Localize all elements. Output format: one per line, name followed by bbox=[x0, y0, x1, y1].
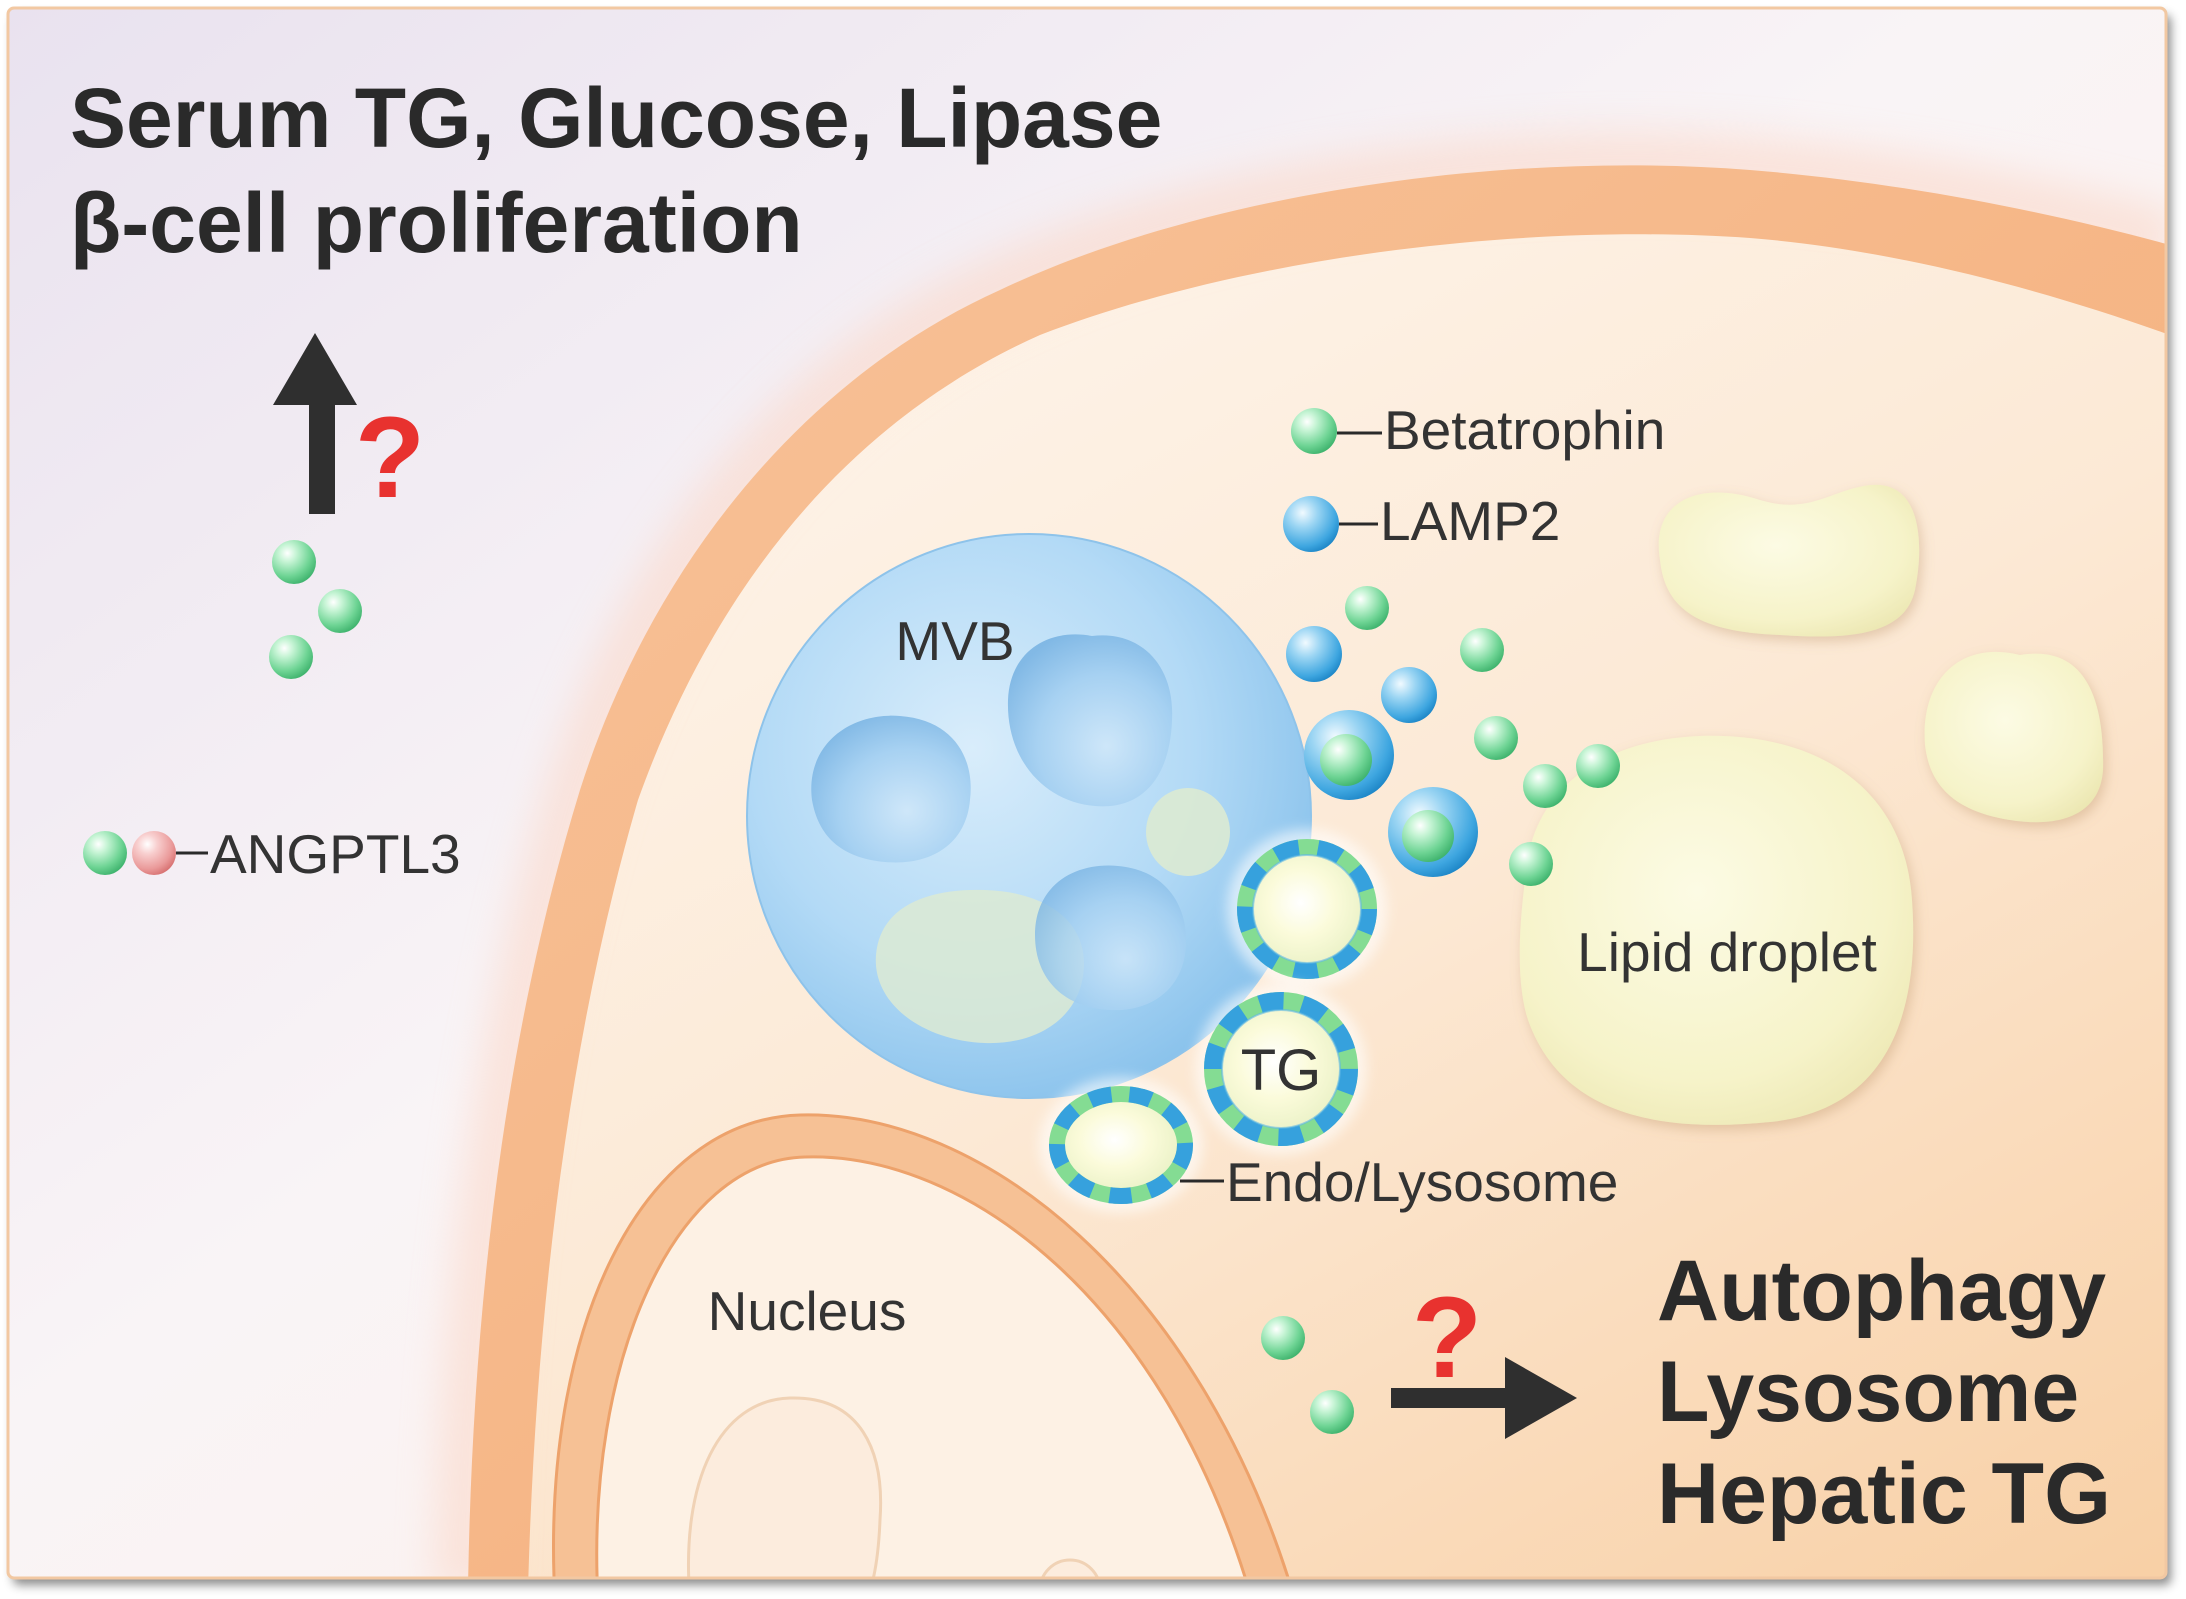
lamp2-label: LAMP2 bbox=[1380, 490, 1560, 552]
betatrophin-particle bbox=[1402, 810, 1454, 862]
lysosome-membrane-blue bbox=[1204, 992, 1358, 1146]
lipid-droplet-large bbox=[1519, 735, 1914, 1125]
lysosome-membrane-blue bbox=[1237, 839, 1377, 979]
lipid-droplets: Lipid droplet bbox=[1519, 484, 2104, 1125]
multivesicular-body: MVB bbox=[746, 533, 1312, 1099]
endo-lysosome-3: Endo/Lysosome bbox=[1039, 1077, 1618, 1213]
nuclear-body bbox=[1038, 1558, 1102, 1578]
intracellular-particles bbox=[1261, 586, 1620, 1434]
lysosome-lumen bbox=[1057, 1094, 1185, 1196]
betatrophin-label: Betatrophin bbox=[1384, 399, 1665, 461]
lamp2-betatrophin-complex bbox=[1388, 787, 1478, 877]
betatrophin-particle bbox=[1460, 628, 1504, 672]
outcome-lysosome: Lysosome bbox=[1657, 1344, 2079, 1440]
arrow-right-icon bbox=[1391, 1357, 1577, 1439]
question-mark-bottom: ? bbox=[1412, 1274, 1482, 1402]
endo-lysosome-tg: TG bbox=[1195, 983, 1367, 1155]
mvb-label: MVB bbox=[895, 610, 1014, 672]
endo-lysosome-label: Endo/Lysosome bbox=[1226, 1151, 1618, 1213]
angptl3-label: ANGPTL3 bbox=[210, 823, 461, 885]
betatrophin-particle bbox=[83, 831, 127, 875]
betatrophin-particle bbox=[1474, 716, 1518, 760]
legend: Betatrophin LAMP2 bbox=[1283, 399, 1665, 552]
lamp2-particle bbox=[1286, 626, 1342, 682]
betatrophin-particle bbox=[1261, 1316, 1305, 1360]
betatrophin-particle bbox=[1345, 586, 1389, 630]
mvb-lipid-vesicle-2 bbox=[1146, 788, 1230, 876]
mvb-lipid-vesicle-1 bbox=[875, 889, 1085, 1044]
lipid-droplet-top bbox=[1658, 484, 1920, 637]
angptl3-particle bbox=[132, 831, 176, 875]
betatrophin-particle bbox=[1576, 744, 1620, 788]
lysosome-inner-edge bbox=[1252, 854, 1362, 964]
outcome-hepatic-tg: Hepatic TG bbox=[1657, 1446, 2111, 1542]
arrow-right-shaft bbox=[1391, 1388, 1511, 1408]
lipid-droplet-right bbox=[1924, 651, 2104, 823]
nucleus-label: Nucleus bbox=[708, 1280, 907, 1342]
betatrophin-particle bbox=[1320, 734, 1372, 786]
lysosome-membrane-blue bbox=[1049, 1086, 1193, 1204]
arrow-up-icon bbox=[273, 333, 357, 514]
lysosome-lumen bbox=[1245, 847, 1369, 971]
arrow-up-head bbox=[273, 333, 357, 405]
arrow-up-shaft bbox=[309, 400, 335, 514]
serum-effects: Serum TG, Glucose, Lipase β-cell prolife… bbox=[70, 71, 1162, 679]
nucleus: Nucleus bbox=[552, 1113, 1298, 1578]
mvb-vesicle-1 bbox=[811, 715, 971, 863]
betatrophin-particle bbox=[1310, 1390, 1354, 1434]
mvb-vesicle-2 bbox=[1007, 634, 1173, 807]
angptl3-complex: ANGPTL3 bbox=[83, 823, 461, 885]
secreted-betatrophin bbox=[318, 589, 362, 633]
mvb-vesicle-3 bbox=[1035, 865, 1187, 1011]
betatrophin-legend-icon bbox=[1291, 408, 1337, 454]
serum-title-line-2: β-cell proliferation bbox=[70, 176, 803, 270]
secreted-betatrophin bbox=[272, 540, 316, 584]
frame-border bbox=[6, 6, 2168, 1580]
serum-title-line-1: Serum TG, Glucose, Lipase bbox=[70, 71, 1162, 165]
lamp2-betatrophin-complex bbox=[1304, 710, 1394, 800]
arrow-right-head bbox=[1505, 1357, 1577, 1439]
lysosome-inner-edge bbox=[1221, 1009, 1341, 1129]
lysosome-lumen bbox=[1213, 1001, 1349, 1137]
nucleolus bbox=[687, 1396, 883, 1578]
endo-lysosome-1 bbox=[1227, 829, 1387, 989]
intracellular-effects: ? Autophagy Lysosome Hepatic TG bbox=[1391, 1243, 2111, 1542]
betatrophin-particle bbox=[1523, 764, 1567, 808]
outcome-autophagy: Autophagy bbox=[1657, 1243, 2106, 1339]
secreted-betatrophin bbox=[269, 635, 313, 679]
question-mark-top: ? bbox=[355, 394, 425, 522]
betatrophin-particle bbox=[1509, 842, 1553, 886]
lamp2-particle bbox=[1381, 667, 1437, 723]
lamp2-legend-icon bbox=[1283, 496, 1339, 552]
tg-label: TG bbox=[1241, 1038, 1322, 1103]
lipid-droplet-label: Lipid droplet bbox=[1577, 921, 1877, 983]
